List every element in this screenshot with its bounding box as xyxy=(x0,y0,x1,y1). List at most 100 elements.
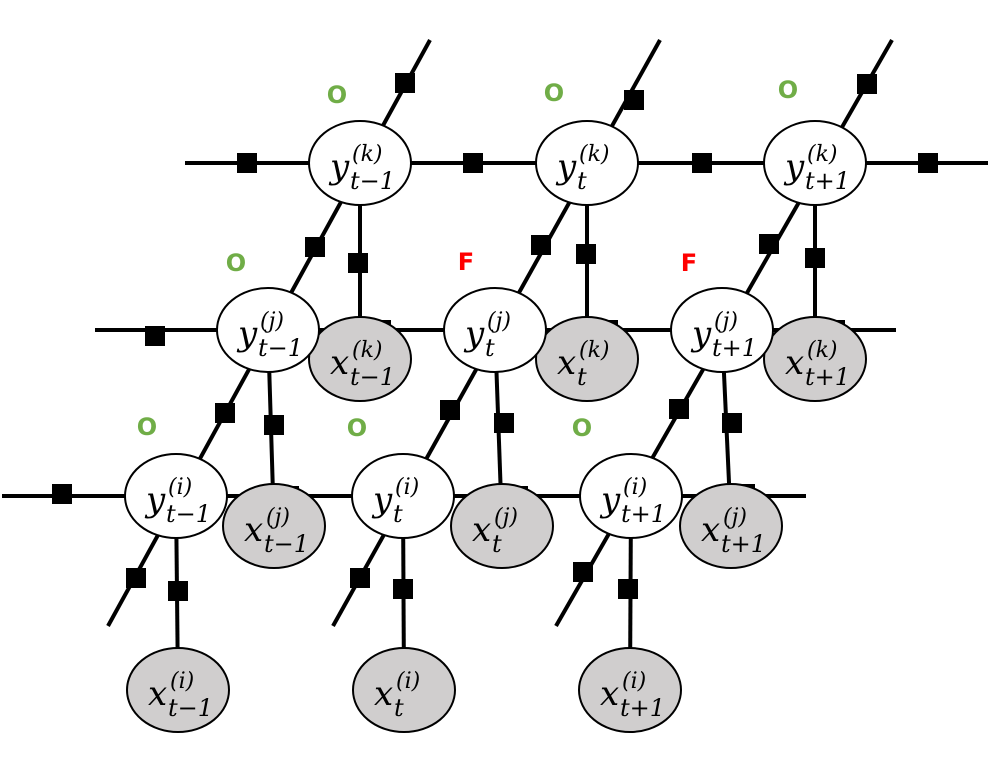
vertical-factor xyxy=(576,244,596,264)
y-node-variable-label: y xyxy=(144,480,166,520)
x-node-shape xyxy=(679,483,783,569)
diagonal-factor xyxy=(440,400,460,420)
x-node-subscript-label: t+1 xyxy=(721,530,766,558)
diagonal-factor xyxy=(305,237,325,257)
x-node: x(j)t+1 xyxy=(679,483,783,569)
vertical-factor xyxy=(348,253,368,273)
y-node-subscript-label: t−1 xyxy=(166,500,211,528)
y-node-superscript-label: (k) xyxy=(579,142,610,167)
y-node: y(j)t xyxy=(443,287,547,373)
horizontal-factor xyxy=(463,153,483,173)
x-node-shape xyxy=(352,647,456,733)
y-node-superscript-label: (k) xyxy=(807,142,838,167)
x-node: x(k)t−1 xyxy=(308,316,412,402)
y-node-subscript-label: t xyxy=(393,500,403,528)
y-node-subscript-label: t+1 xyxy=(712,334,757,362)
node-flag-label: F xyxy=(458,248,474,276)
y-node-superscript-label: (j) xyxy=(714,309,738,334)
y-node-superscript-label: (k) xyxy=(352,142,383,167)
y-node: y(j)t−1 xyxy=(216,287,320,373)
vertical-factor xyxy=(805,248,825,268)
y-node-subscript-label: t−1 xyxy=(258,334,303,362)
x-node: x(i)t−1 xyxy=(126,647,230,733)
diagonal-factor xyxy=(669,399,689,419)
y-node: y(i)t xyxy=(351,453,455,539)
x-node-shape xyxy=(450,483,554,569)
node-flag-label: O xyxy=(327,81,347,109)
x-node-variable-label: x xyxy=(148,674,167,714)
y-node-variable-label: y xyxy=(328,147,350,187)
x-node-variable-label: x xyxy=(785,343,804,383)
y-node-variable-label: y xyxy=(690,314,712,354)
x-node-subscript-label: t+1 xyxy=(620,694,665,722)
x-node: x(k)t+1 xyxy=(763,316,867,402)
y-node: y(k)t+1 xyxy=(763,120,867,206)
diagonal-factor xyxy=(759,234,779,254)
node-flag-label: O xyxy=(778,76,798,104)
diagonal-factor xyxy=(573,562,593,582)
x-node-superscript-label: (i) xyxy=(622,669,646,694)
y-node-shape xyxy=(535,120,639,206)
y-node-shape xyxy=(124,453,228,539)
x-node-variable-label: x xyxy=(374,674,393,714)
vertical-factor xyxy=(393,579,413,599)
node-flag-label: O xyxy=(137,413,157,441)
y-node-variable-label: y xyxy=(236,314,258,354)
x-node-superscript-label: (j) xyxy=(266,505,290,530)
horizontal-factor xyxy=(237,153,257,173)
y-node: y(i)t+1 xyxy=(579,453,683,539)
x-node-superscript-label: (k) xyxy=(579,338,610,363)
y-node-subscript-label: t+1 xyxy=(621,500,666,528)
diagonal-factor xyxy=(624,90,644,110)
y-node-subscript-label: t xyxy=(577,167,587,195)
y-node-variable-label: y xyxy=(599,480,621,520)
horizontal-factor xyxy=(145,326,165,346)
y-node: y(i)t−1 xyxy=(124,453,228,539)
y-node-subscript-label: t xyxy=(485,334,495,362)
x-node-superscript-label: (j) xyxy=(494,505,518,530)
x-node-superscript-label: (k) xyxy=(352,338,383,363)
diagonal-factor xyxy=(350,568,370,588)
diagonal-factor xyxy=(126,568,146,588)
x-node-subscript-label: t xyxy=(577,363,587,391)
x-node-subscript-label: t+1 xyxy=(805,363,850,391)
y-node-variable-label: y xyxy=(371,480,393,520)
y-node-shape xyxy=(579,453,683,539)
diagonal-factor xyxy=(531,235,551,255)
y-node-shape xyxy=(308,120,412,206)
horizontal-factor xyxy=(918,153,938,173)
horizontal-factor xyxy=(52,484,72,504)
y-node-variable-label: y xyxy=(555,147,577,187)
x-node-variable-label: x xyxy=(701,510,720,550)
node-flag-label: O xyxy=(226,249,246,277)
y-node: y(k)t−1 xyxy=(308,120,412,206)
y-node-shape xyxy=(443,287,547,373)
x-node-variable-label: x xyxy=(330,343,349,383)
x-node: x(i)t+1 xyxy=(578,647,682,733)
x-node-superscript-label: (k) xyxy=(807,338,838,363)
y-node-shape xyxy=(351,453,455,539)
x-node-subscript-label: t−1 xyxy=(350,363,395,391)
x-node: x(k)t xyxy=(535,316,639,402)
y-node-shape xyxy=(763,120,867,206)
node-flag-label: O xyxy=(544,79,564,107)
x-node-variable-label: x xyxy=(244,510,263,550)
diagonal-factor xyxy=(215,403,235,423)
x-node-subscript-label: t−1 xyxy=(264,530,309,558)
x-node-shape xyxy=(763,316,867,402)
y-node-superscript-label: (i) xyxy=(395,475,419,500)
x-node-variable-label: x xyxy=(472,510,491,550)
y-node-superscript-label: (j) xyxy=(260,309,284,334)
vertical-factor xyxy=(168,581,188,601)
y-node: y(k)t xyxy=(535,120,639,206)
y-node-variable-label: y xyxy=(463,314,485,354)
diagonal-factor xyxy=(857,74,877,94)
x-node-variable-label: x xyxy=(600,674,619,714)
x-node: x(i)t xyxy=(352,647,456,733)
x-node-subscript-label: t xyxy=(394,694,404,722)
x-node-subscript-label: t xyxy=(492,530,502,558)
y-node-superscript-label: (j) xyxy=(487,309,511,334)
x-node-superscript-label: (i) xyxy=(396,669,420,694)
